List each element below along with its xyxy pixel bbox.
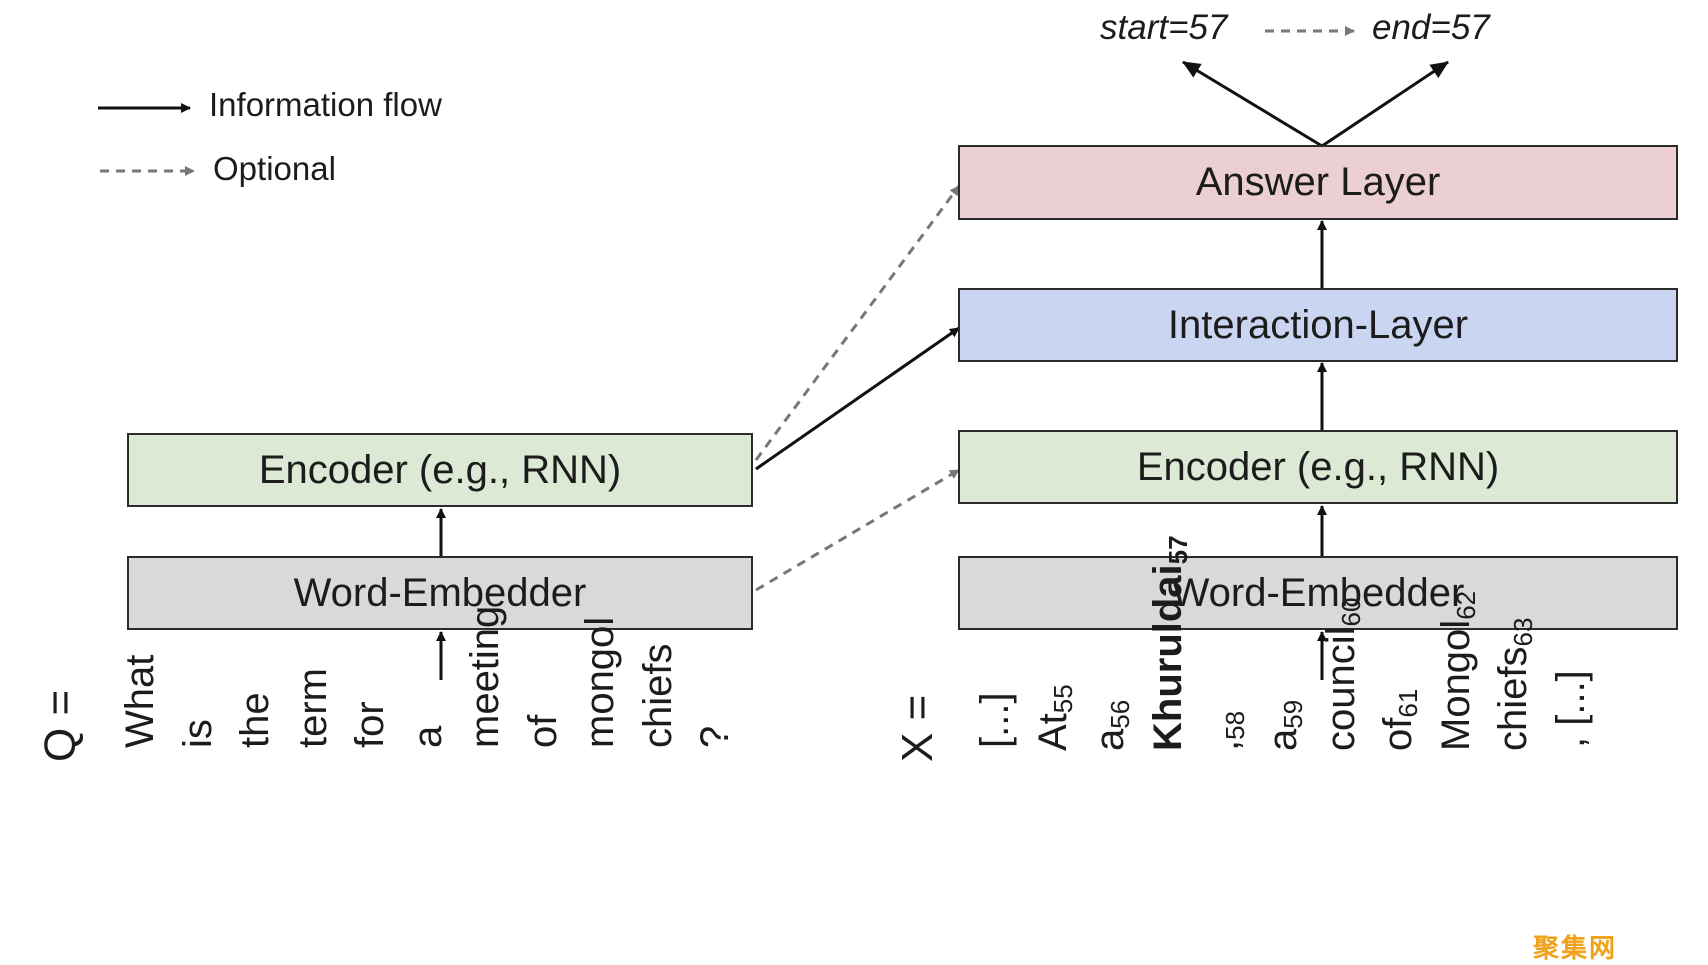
context-token: a59	[1261, 699, 1308, 751]
question-token: meeting	[463, 605, 507, 748]
context-token-index: 58	[1220, 710, 1251, 740]
context-token-index: 61	[1393, 688, 1424, 718]
question-embedder-label: Word-Embedder	[293, 570, 587, 615]
context-token-text: ,	[1203, 739, 1248, 751]
context-token-text: council	[1318, 626, 1363, 751]
context-token-index: 55	[1047, 684, 1078, 714]
context-token-index: 56	[1105, 699, 1136, 729]
context-token-text: Mongol	[1433, 619, 1478, 751]
context-token: council60	[1318, 597, 1366, 751]
answer-layer-label: Answer Layer	[1195, 160, 1441, 204]
question-token: mongol	[578, 616, 622, 748]
legend-dashed-label: Optional	[213, 150, 336, 187]
context-token-index: 59	[1278, 699, 1308, 729]
context-token: Mongol62	[1433, 590, 1481, 751]
question-token-text: the	[233, 692, 277, 748]
question-token-text: chiefs	[635, 643, 680, 749]
question-token-text: a	[405, 725, 450, 748]
end-label: end=57	[1372, 8, 1490, 47]
question-encoder-label: Encoder (e.g., RNN)	[258, 447, 622, 492]
context-token-text: Khuruldai	[1145, 564, 1190, 751]
context-token: Khuruldai57	[1145, 535, 1193, 751]
context-token-text: At	[1030, 713, 1075, 751]
question-token: term	[290, 668, 335, 748]
context-sequence-label: X =	[893, 694, 942, 762]
context-token: of61	[1376, 688, 1424, 751]
q-encoder-to-interaction-arrow	[755, 326, 960, 471]
question-token-text: term	[290, 668, 335, 748]
question-token-text: is	[175, 719, 220, 748]
context-token-text: a	[1261, 728, 1305, 751]
question-token-text: meeting	[463, 605, 507, 748]
question-token: chiefs	[635, 643, 680, 749]
legend-solid-label: Information flow	[209, 86, 442, 123]
context-token: [...]	[973, 692, 1017, 748]
question-token-text: for	[348, 701, 392, 748]
start-arrow	[1182, 60, 1323, 148]
question-token-text: ?	[693, 725, 737, 748]
end-arrow	[1321, 60, 1449, 148]
context-token: At55	[1030, 684, 1078, 751]
question-sequence-label: Q =	[36, 689, 85, 762]
context-token-index: 63	[1508, 617, 1539, 647]
question-encoder-box: Encoder (e.g., RNN)	[127, 433, 753, 507]
context-token: ,58	[1203, 710, 1251, 751]
q-encoder-to-answer-dashed-arrow	[754, 185, 961, 461]
question-token: of	[520, 714, 565, 748]
context-token-text: , [...]	[1549, 670, 1593, 748]
interaction-layer-label: Interaction-Layer	[1167, 302, 1469, 347]
question-token: the	[233, 692, 277, 748]
question-token: What	[118, 654, 162, 748]
context-token-index: 60	[1335, 597, 1366, 627]
question-embedder-box: Word-Embedder	[127, 556, 753, 630]
question-token: for	[348, 701, 392, 748]
context-token: chiefs63	[1491, 617, 1539, 752]
watermark: 聚集网	[1533, 933, 1618, 963]
question-token: a	[405, 725, 450, 748]
start-label: start=57	[1100, 8, 1228, 47]
context-token-text: a	[1088, 728, 1133, 751]
context-encoder-box: Encoder (e.g., RNN)	[958, 430, 1678, 504]
context-token: , [...]	[1549, 670, 1593, 748]
context-token-text: [...]	[973, 692, 1017, 748]
context-token: a56	[1088, 699, 1136, 751]
context-token-text: chiefs	[1491, 646, 1536, 752]
context-encoder-label: Encoder (e.g., RNN)	[1136, 444, 1500, 489]
q-embed-to-x-encoder-dashed-arrow	[755, 468, 960, 592]
question-token: is	[175, 719, 220, 748]
context-embedder-label: Word-Embedder	[1171, 570, 1465, 615]
interaction-layer-box: Interaction-Layer	[958, 288, 1678, 362]
context-token-index: 62	[1450, 590, 1481, 620]
question-token-text: mongol	[578, 616, 622, 748]
answer-layer-box: Answer Layer	[958, 145, 1678, 220]
question-token-text: of	[520, 714, 565, 748]
context-token-text: of	[1376, 717, 1421, 751]
question-token-text: What	[118, 654, 162, 748]
context-token-index: 57	[1162, 535, 1193, 565]
context-embedder-box: Word-Embedder	[958, 556, 1678, 630]
question-token: ?	[693, 725, 737, 748]
